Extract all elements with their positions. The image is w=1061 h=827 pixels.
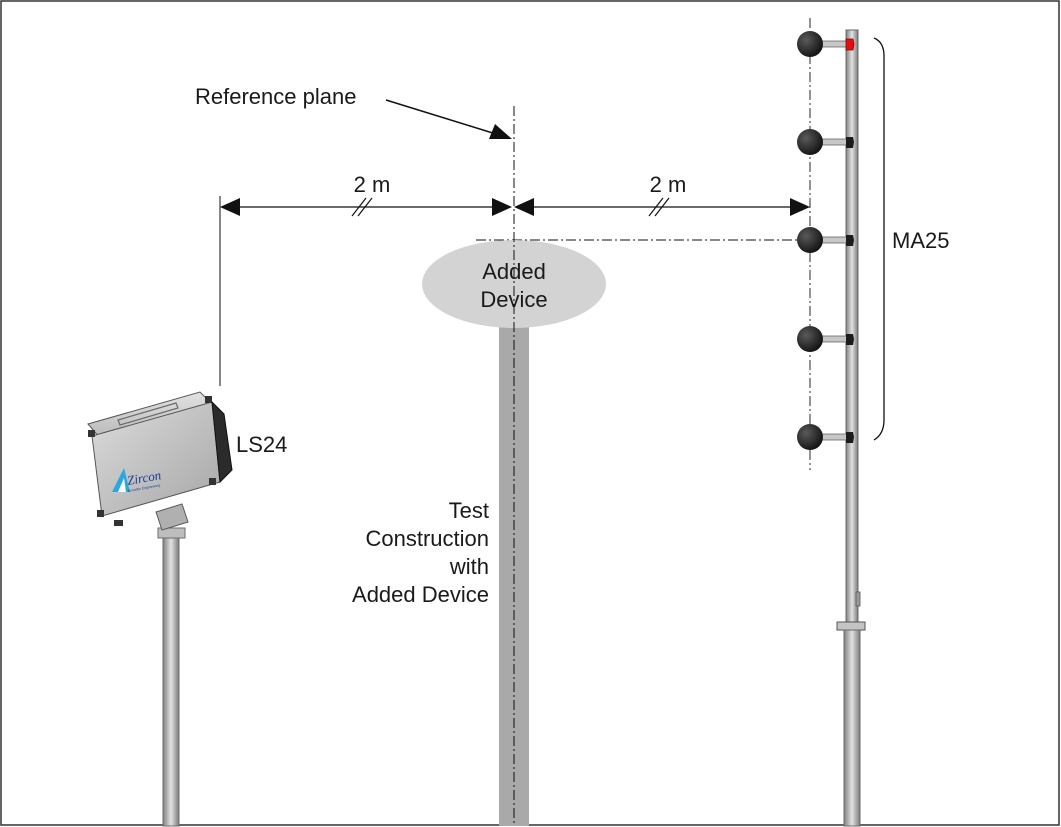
dimension-left: 2 m (220, 172, 512, 217)
logo-text: Zircon (126, 467, 162, 488)
ls24-loudspeaker: Zircon Acoustic Engineering (87, 391, 233, 827)
microphone-3 (797, 227, 854, 253)
zircon-logo: Zircon Acoustic Engineering (112, 467, 162, 493)
ls24-stand-pole (162, 535, 180, 827)
test-label-line2: Construction (365, 526, 489, 551)
logo-triangle-icon (112, 468, 130, 492)
ma25-bracket (873, 37, 885, 441)
ma25-flange (836, 621, 866, 631)
arrow-right-icon (790, 198, 810, 216)
arrow-left-icon (514, 198, 534, 216)
leader-arrow-icon (489, 124, 512, 139)
microphone-2 (797, 129, 854, 155)
microphone-1 (797, 31, 855, 57)
arrow-left-icon (220, 198, 240, 216)
ls24-stand-collar (157, 527, 186, 539)
reference-plane-leader (385, 99, 497, 135)
test-label-line1: Test (449, 498, 489, 523)
distance-left-label: 2 m (354, 172, 391, 197)
ls24-mount-bracket (155, 503, 189, 531)
reference-plane-label: Reference plane (195, 84, 356, 109)
microphone-ball-icon (797, 227, 823, 253)
microphone-ball-icon (797, 326, 823, 352)
test-construction-label: Test Construction with Added Device (352, 498, 489, 607)
ma25-label: MA25 (892, 228, 949, 253)
microphone-ball-icon (797, 31, 823, 57)
test-label-line3: with (449, 554, 489, 579)
distance-right-label: 2 m (650, 172, 687, 197)
dimension-right: 2 m (514, 172, 810, 217)
added-device-ellipse (422, 240, 606, 328)
microphone-5 (797, 424, 854, 450)
microphone-ball-icon (797, 424, 823, 450)
ls24-label: LS24 (236, 432, 287, 457)
test-label-line4: Added Device (352, 582, 489, 607)
ma25-lower-pole (843, 629, 861, 827)
microphone-ball-icon (797, 129, 823, 155)
ma25-microphone-array: MA25 (797, 18, 949, 827)
reference-mic-tip-icon (845, 38, 855, 51)
logo-subtext: Acoustic Engineering (127, 483, 160, 493)
arrow-right-icon (492, 198, 512, 216)
microphone-4 (797, 326, 854, 352)
ma25-upper-pole (845, 29, 859, 627)
ls24-speaker-grille (211, 400, 233, 484)
